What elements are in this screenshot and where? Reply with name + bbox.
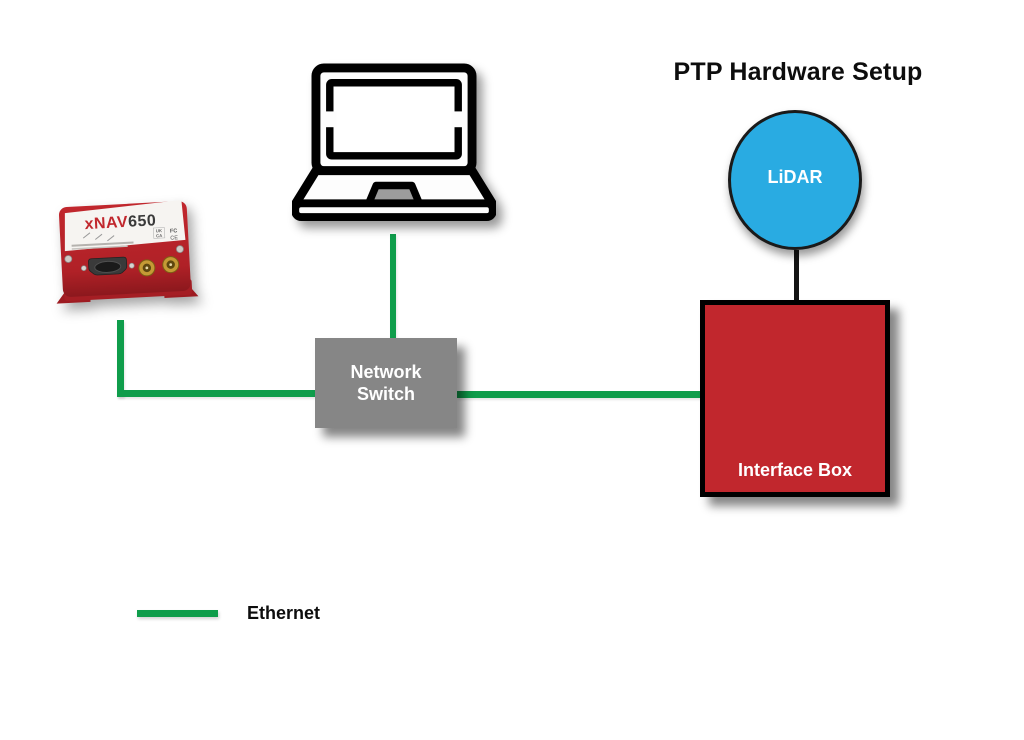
connection-xnav-vertical-segment [117,320,124,397]
ce-mark: CE [170,235,178,241]
ukca-mark-box [152,227,166,239]
lidar-node: LiDAR [728,110,862,250]
network-switch-node: Network Switch [315,338,457,428]
ukca-mark-uk: UK [156,228,163,233]
interface-box-label: Interface Box [737,460,853,480]
device-screw-right [176,245,184,254]
connection-xnav-to-switch [117,390,315,397]
connection-laptop-to-switch [390,234,396,338]
xnav650-device: xNAV650 UK CA FC CE [56,199,199,304]
interface-box-node: Interface Box [700,300,890,497]
db9-connector [80,256,135,276]
network-switch-label: Network Switch [350,362,422,404]
legend-ethernet-swatch [137,610,218,617]
device-screw-left [64,255,73,263]
connection-switch-to-interface-box [457,391,701,398]
lidar-label: LiDAR [767,166,823,187]
fcc-mark: FC [170,228,178,234]
xnav-model-prefix: xNAV [84,214,128,233]
sma-antenna-connectors [138,256,180,277]
ukca-mark-ca: CA [156,233,162,238]
connection-lidar-to-interface-box [794,250,799,302]
laptop-icon [292,63,496,222]
xnav-model-text: xNAV650 [84,212,156,233]
diagram-title: PTP Hardware Setup [673,58,923,86]
legend-ethernet-label: Ethernet [247,603,321,623]
xnav-model-number: 650 [128,212,157,230]
